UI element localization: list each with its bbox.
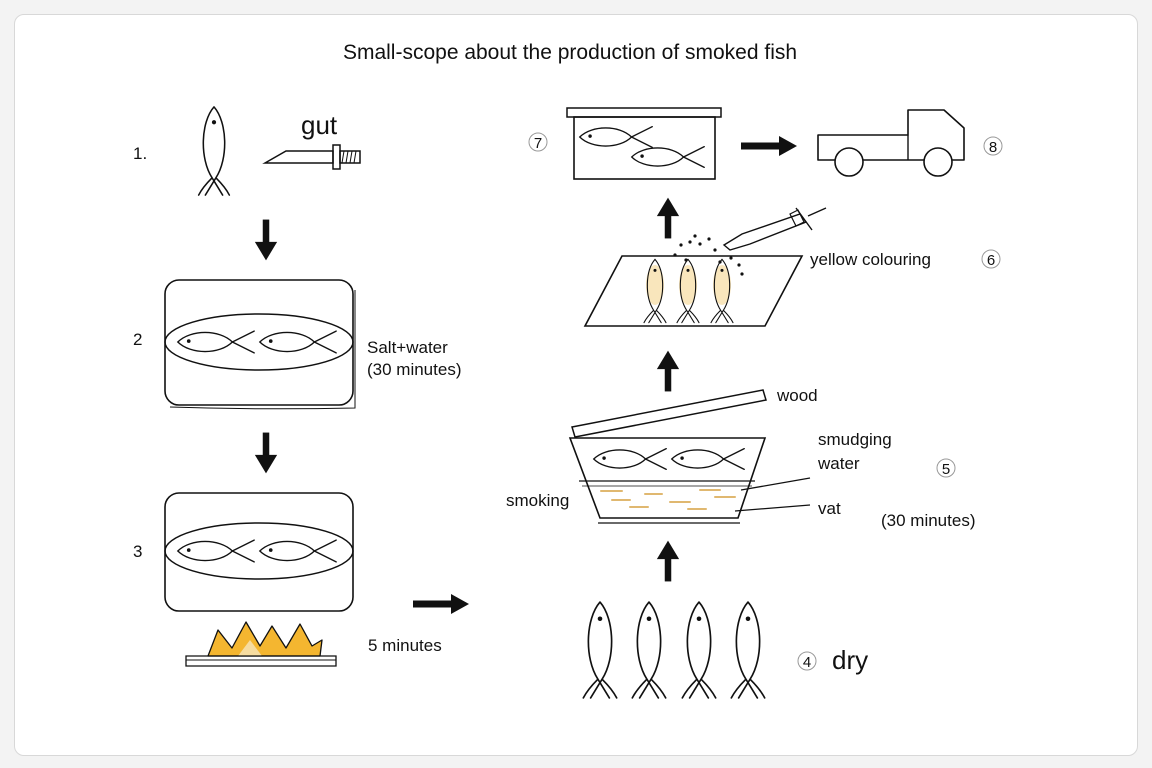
step-6: yellow colouring 6 (583, 207, 1001, 327)
fish-icon (593, 447, 667, 471)
fish-icon (582, 601, 618, 699)
fish-icon (197, 105, 231, 197)
colour-droplets (673, 234, 744, 276)
wood-label: wood (776, 386, 818, 405)
fish-icon (631, 601, 667, 699)
fish-icon (671, 447, 745, 471)
step-6-number: 6 (987, 252, 995, 269)
fish-icon (259, 330, 337, 354)
diagram-card (14, 14, 1138, 756)
arrow-up-icon (656, 350, 680, 392)
smudging-label-line1: smudging (818, 430, 892, 449)
yellow-colouring-label: yellow colouring (810, 250, 931, 269)
box-lid (566, 107, 722, 118)
step-2-number: 2 (133, 330, 142, 349)
salt-water-label: Salt+water (367, 338, 448, 357)
dry-label: dry (832, 645, 868, 675)
fish-icon (730, 601, 766, 699)
step-3-number: 3 (133, 542, 142, 561)
step-1: 1. gut (133, 105, 361, 197)
cooking-tank (164, 492, 354, 612)
step-8-number: 8 (989, 139, 997, 156)
cooking-duration-label: 5 minutes (368, 636, 442, 655)
arrow-up-icon (656, 540, 680, 582)
gut-label: gut (301, 110, 338, 140)
arrow-up-icon (656, 197, 680, 239)
smoking-label: smoking (506, 491, 569, 510)
fish-icon (631, 145, 705, 169)
colouring-tray (583, 255, 804, 327)
step-8: 8 (817, 109, 1003, 177)
fish-icon (177, 539, 255, 563)
step-1-number: 1. (133, 144, 147, 163)
fish-icon (259, 539, 337, 563)
arrow-down-icon (254, 432, 278, 474)
step-5: wood smudging water smoking vat 5 (30 mi… (506, 386, 975, 530)
wood-lid (571, 389, 767, 438)
packaging-box (573, 116, 716, 180)
arrow-down-icon (254, 219, 278, 261)
knife-icon (262, 144, 361, 170)
truck-icon (817, 109, 965, 177)
smoking-duration-label: (30 minutes) (881, 511, 975, 530)
step-4: 4 dry (582, 601, 868, 699)
arrow-right-icon (413, 594, 469, 614)
vat-label: vat (818, 499, 841, 518)
fire-icon (185, 621, 337, 667)
step-7: 7 (528, 107, 722, 180)
fish-icon (681, 601, 717, 699)
brine-tank (164, 279, 354, 406)
smudge-marks (600, 489, 736, 510)
fish-icon (177, 330, 255, 354)
smoking-vat (568, 437, 767, 519)
arrow-right-icon (741, 136, 797, 156)
step-3: 3 5 minutes (133, 492, 442, 667)
step-4-number: 4 (803, 654, 811, 671)
diagram-title: Small-scope about the production of smok… (343, 41, 797, 64)
step-2: 2 Salt+water (30 minutes) (133, 279, 461, 410)
dropper-icon (722, 207, 827, 251)
salt-water-duration: (30 minutes) (367, 360, 461, 379)
step-7-number: 7 (534, 135, 542, 152)
step-5-number: 5 (942, 461, 950, 478)
fish-icon (579, 125, 653, 149)
smudging-label-line2: water (817, 454, 860, 473)
coloured-fish-group (643, 258, 734, 324)
